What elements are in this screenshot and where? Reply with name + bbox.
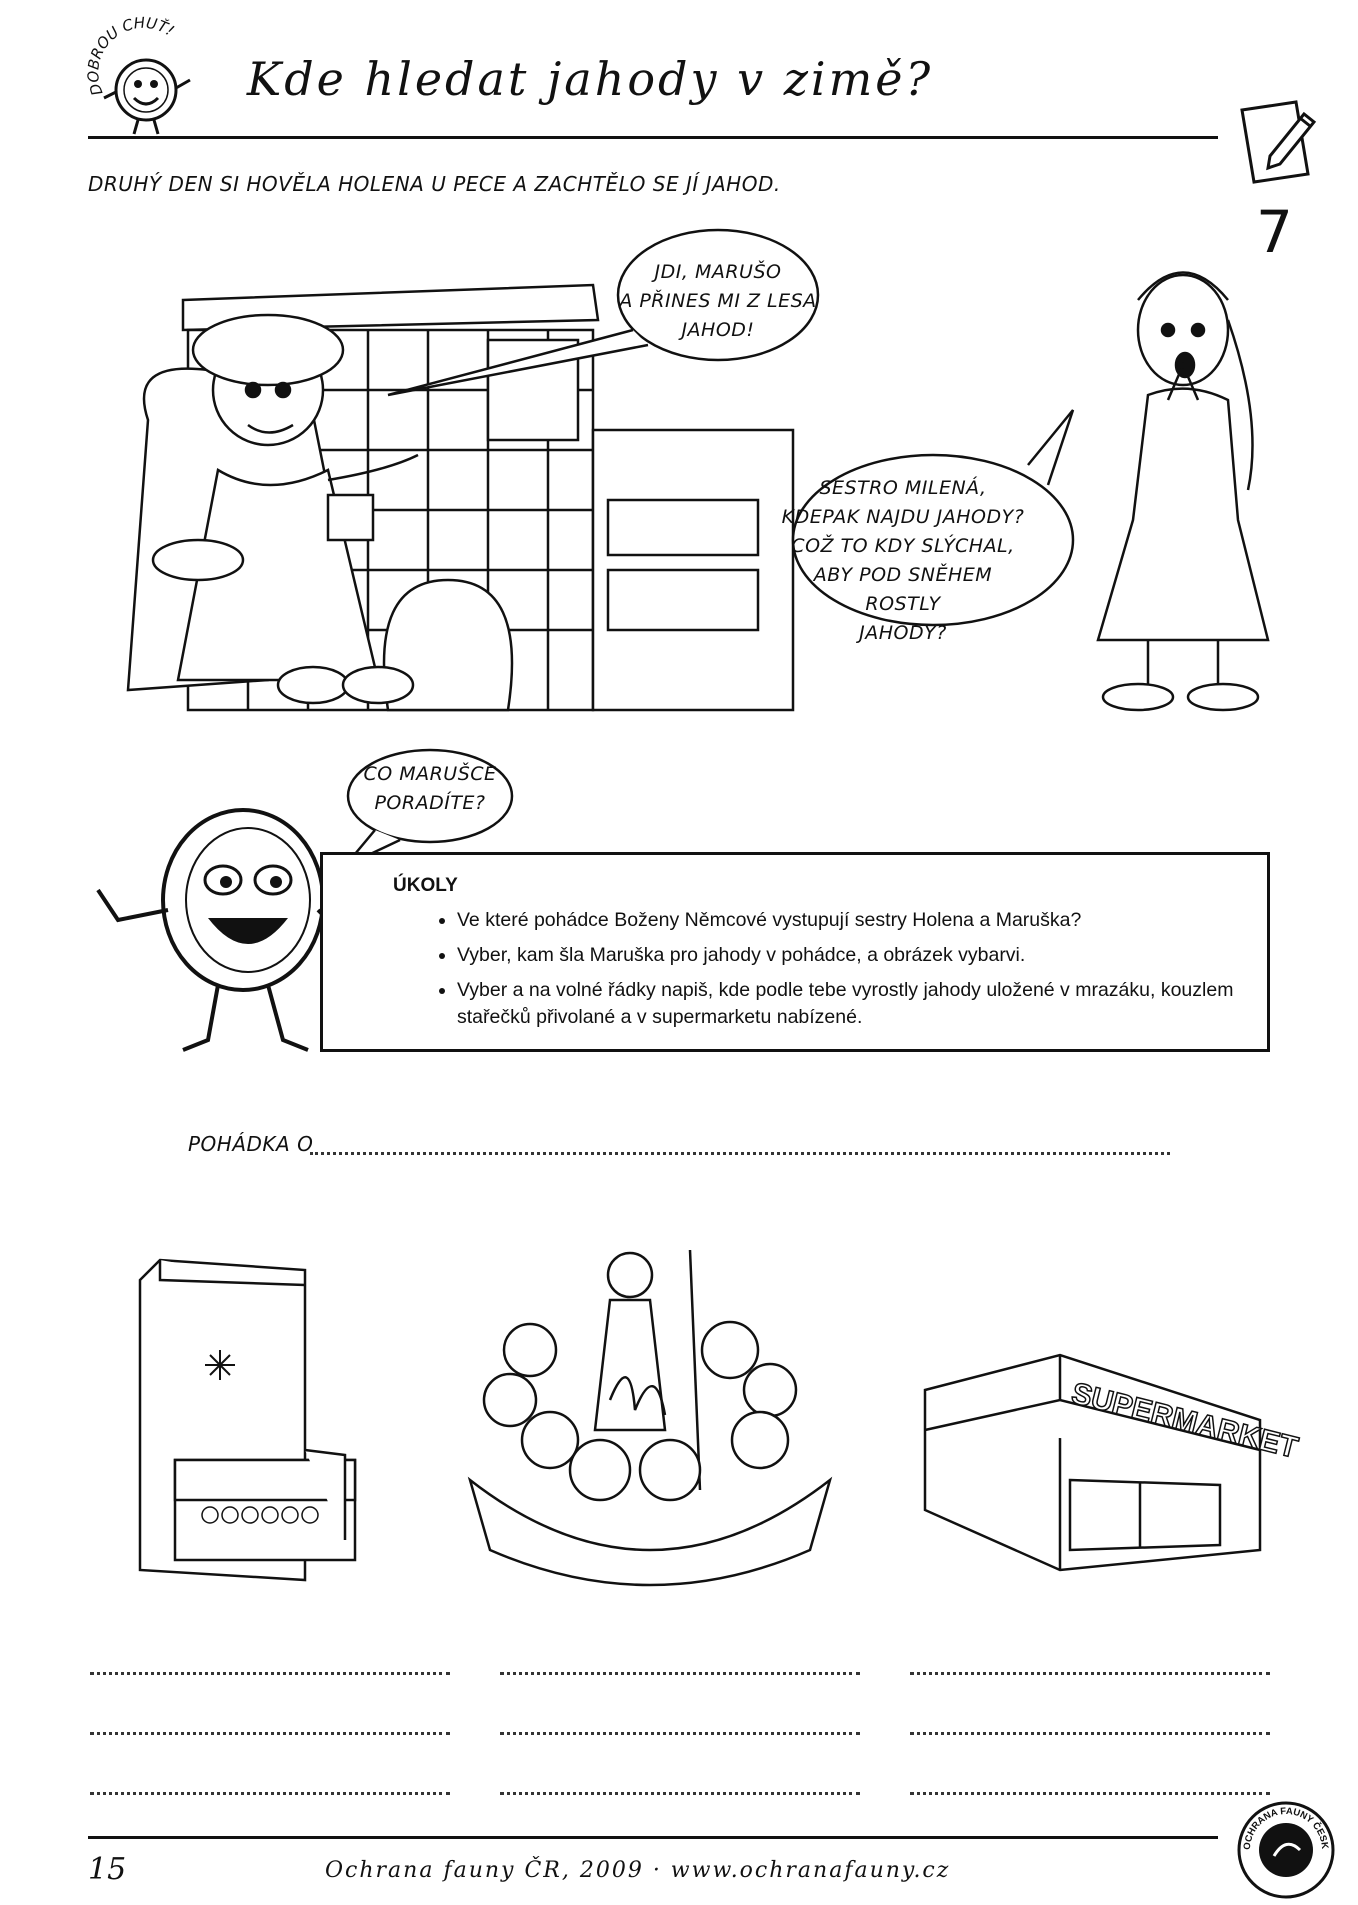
tasks-list: Ve které pohádce Boženy Němcové vystupuj… (433, 907, 1257, 1039)
maruska-bubble-line: COŽ TO KDY SLÝCHAL, (791, 535, 1015, 557)
dobrou-chut-logo: DOBROU CHUŤ! (78, 14, 208, 138)
answer-line-freezer-1[interactable] (90, 1672, 450, 1675)
svg-text:DOBROU CHUŤ!: DOBROU CHUŤ! (84, 14, 177, 98)
tasks-box: ÚKOLY Ve které pohádce Boženy Němcové vy… (320, 852, 1270, 1052)
holena-character-illustration (126, 313, 419, 705)
fairy-tale-answer-line[interactable] (310, 1130, 1170, 1155)
answer-line-months-2[interactable] (500, 1732, 860, 1735)
answer-line-months-3[interactable] (500, 1792, 860, 1795)
footer-credit: Ochrana fauny ČR, 2009 · www.ochranafaun… (325, 1858, 951, 1883)
mascot-bubble-line: PORADÍTE? (374, 792, 486, 814)
mascot-bubble-text: CO MARUŠCE PORADÍTE? (350, 760, 510, 818)
fairy-tale-label: POHÁDKA O (188, 1132, 314, 1156)
holena-bubble-line: JDI, MARUŠO (654, 261, 782, 283)
snowflake-icon (205, 1350, 235, 1380)
supermarket-illustration: SUPERMARKET (920, 1340, 1302, 1572)
holena-bubble-text: JDI, MARUŠO A PŘINES MI Z LESA JAHOD! (618, 258, 818, 345)
footer-rule (88, 1836, 1218, 1839)
maruska-character-illustration (1096, 271, 1270, 712)
answer-line-freezer-3[interactable] (90, 1792, 450, 1795)
maruska-bubble-line: KDEPAK NAJDU JAHODY? (781, 506, 1025, 528)
maruska-bubble-line: ABY POD SNĚHEM ROSTLY (813, 564, 993, 615)
task-item: Vyber a na volné řádky napiš, kde podle … (457, 977, 1257, 1031)
page-title: Kde hledat jahody v zimě? (246, 52, 934, 106)
mascot-bubble-line: CO MARUŠCE (363, 763, 497, 785)
freezer-illustration (130, 1258, 370, 1590)
tasks-title: ÚKOLY (393, 875, 458, 896)
answer-line-supermarket-1[interactable] (910, 1672, 1270, 1675)
maruska-bubble-line: JAHODY? (859, 622, 947, 644)
holena-bubble-line: JAHOD! (681, 319, 755, 341)
holena-speech-bubble (616, 228, 820, 362)
task-item: Vyber, kam šla Maruška pro jahody v pohá… (457, 942, 1257, 969)
ochrana-fauny-seal-logo: OCHRANA FAUNY ČESKÉ REPUBLIKY (1233, 1792, 1336, 1900)
maruska-bubble-line: SESTRO MILENÁ, (819, 477, 987, 499)
comic-scene (88, 228, 1288, 740)
answer-line-supermarket-3[interactable] (910, 1792, 1270, 1795)
logo-arc-text: DOBROU CHUŤ! (84, 14, 177, 98)
task-item: Ve které pohádce Boženy Němcové vystupuj… (457, 907, 1257, 934)
maruska-bubble-text: SESTRO MILENÁ, KDEPAK NAJDU JAHODY? COŽ … (773, 474, 1033, 648)
header-rule (88, 136, 1218, 139)
footer-page-number: 15 (88, 1852, 127, 1887)
holena-bubble-line: A PŘINES MI Z LESA (619, 290, 817, 312)
maruska-speech-bubble (791, 453, 1075, 627)
pencil-notepad-icon (1234, 96, 1324, 186)
answer-line-freezer-2[interactable] (90, 1732, 450, 1735)
twelve-months-campfire-illustration (460, 1240, 840, 1600)
page-marker-number: 7 (1256, 198, 1293, 266)
answer-line-months-1[interactable] (500, 1672, 860, 1675)
intro-text: DRUHÝ DEN SI HOVĚLA HOLENA U PECE A ZACH… (88, 172, 781, 196)
answer-line-supermarket-2[interactable] (910, 1732, 1270, 1735)
